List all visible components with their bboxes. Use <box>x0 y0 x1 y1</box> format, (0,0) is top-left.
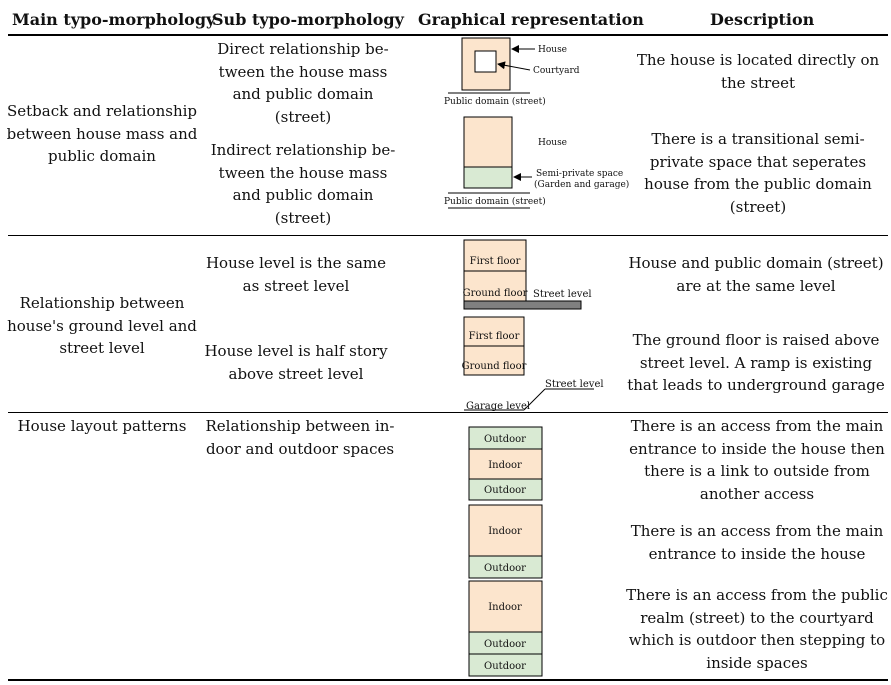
first-floor-block <box>463 316 525 347</box>
diagram-direct-relationship: House Courtyard Public domain (street) <box>444 37 580 107</box>
sub-typo-half-story: House level is half story above street l… <box>204 342 388 383</box>
section-divider-2 <box>8 412 888 413</box>
semi-private-space-block <box>463 166 513 189</box>
desc-layout-3: There is an access from the public realm… <box>626 586 888 672</box>
public-domain-label: Public domain (street) <box>444 96 546 107</box>
outdoor-block <box>468 653 543 677</box>
outdoor-block <box>468 555 543 579</box>
main-typo-ground-level: Relationship between house's ground leve… <box>7 294 197 357</box>
diagram-indirect-relationship: House Semi-private space (Garden and gar… <box>444 116 629 209</box>
main-typo-setback: Setback and relationship between house m… <box>6 102 198 165</box>
indoor-label: Indoor <box>488 526 522 537</box>
indoor-label: Indoor <box>488 602 522 613</box>
diagram-layout-2: Indoor Outdoor <box>468 504 543 579</box>
house-mass-block <box>463 116 513 168</box>
section-divider-1 <box>8 235 888 236</box>
street-level-label: Street level <box>545 379 604 390</box>
house-label: House <box>538 138 567 148</box>
header-sub-typo: Sub typo-morphology <box>212 10 404 29</box>
outdoor-label: Outdoor <box>484 661 526 672</box>
ground-floor-label: Ground floor <box>462 361 527 372</box>
indoor-block <box>468 580 543 633</box>
desc-direct: The house is located directly on the str… <box>636 51 880 92</box>
header-graphical: Graphical representation <box>418 10 644 29</box>
sub-typo-direct: Direct relationship be-tween the house m… <box>217 40 389 126</box>
table-top-rule <box>8 34 888 36</box>
garage-ramp-line <box>523 388 546 411</box>
header-main-typo: Main typo-morphology <box>12 10 216 29</box>
ground-floor-block <box>463 345 525 376</box>
desc-same-level: House and public domain (street) are at … <box>628 254 884 295</box>
outdoor-label: Outdoor <box>484 639 526 650</box>
house-label: House <box>538 45 567 55</box>
first-floor-label: First floor <box>470 256 521 267</box>
courtyard-block <box>474 50 497 73</box>
outdoor-label: Outdoor <box>484 485 526 496</box>
diagram-layout-3: Indoor Outdoor Outdoor <box>468 580 543 677</box>
desc-layout-1: There is an access from the main entranc… <box>629 417 885 503</box>
street-level-label: Street level <box>533 289 592 300</box>
first-floor-block <box>463 239 527 272</box>
semi-private-sublabel: (Garden and garage) <box>534 179 629 190</box>
diagram-half-story: First floor Ground floor Street level Ga… <box>462 316 604 412</box>
street-level-bar <box>463 300 582 310</box>
courtyard-label: Courtyard <box>533 66 580 76</box>
sub-typo-same-level: House level is the same as street level <box>205 254 387 295</box>
main-typo-layout: House layout patterns <box>17 417 187 435</box>
sub-typo-indirect: Indirect relationship be-tween the house… <box>210 141 396 227</box>
semi-private-label: Semi-private space <box>536 169 623 179</box>
indoor-block <box>468 448 543 480</box>
courtyard-pointer-arrow <box>497 61 531 71</box>
header-description: Description <box>710 10 815 29</box>
ground-floor-label: Ground floor <box>463 288 528 299</box>
desc-layout-2: There is an access from the main entranc… <box>630 522 884 563</box>
desc-indirect: There is a transitional semi-private spa… <box>644 130 872 216</box>
outdoor-label: Outdoor <box>484 434 526 445</box>
outdoor-label: Outdoor <box>484 563 526 574</box>
ground-floor-block <box>463 270 527 302</box>
indoor-label: Indoor <box>488 460 522 471</box>
garage-level-label: Garage level <box>466 401 530 412</box>
desc-half-story: The ground floor is raised above street … <box>627 331 885 394</box>
public-domain-label: Public domain (street) <box>444 196 546 207</box>
diagram-same-level: First floor Ground floor Street level <box>463 239 592 310</box>
table-bottom-rule <box>8 679 888 681</box>
outdoor-block <box>468 478 543 501</box>
sub-typo-indoor-outdoor: Relationship between in-door and outdoor… <box>205 417 395 458</box>
diagram-layout-1: Outdoor Indoor Outdoor <box>468 426 543 501</box>
first-floor-label: First floor <box>469 331 520 342</box>
